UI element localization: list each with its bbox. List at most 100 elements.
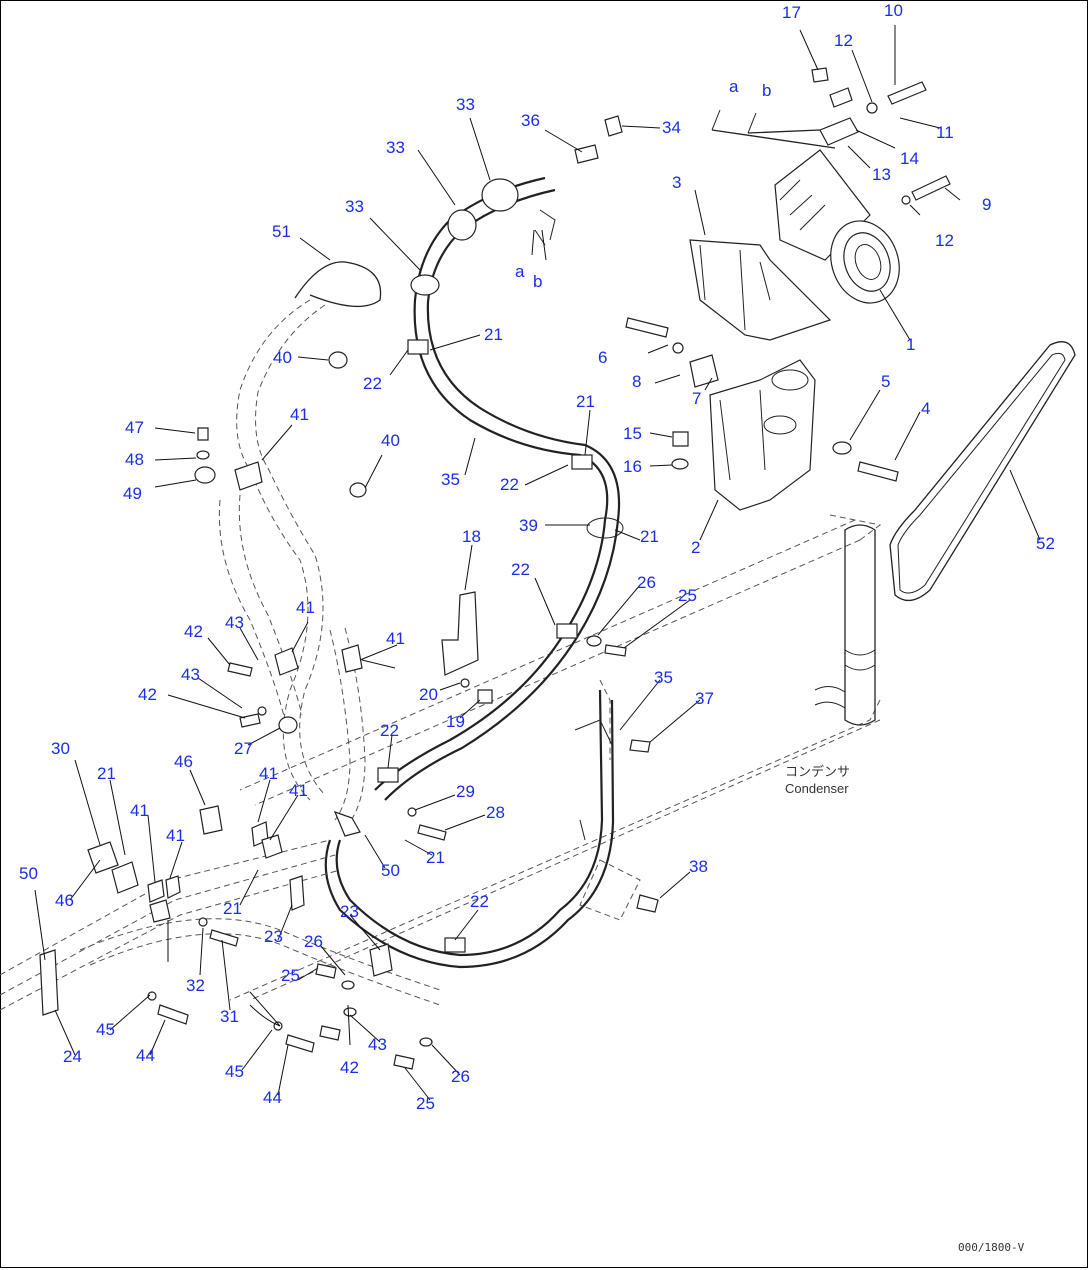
callout: 43 <box>181 665 200 684</box>
callout: 43 <box>368 1035 387 1054</box>
callout: 22 <box>500 475 519 494</box>
callout: 43 <box>225 613 244 632</box>
callout: b <box>533 272 542 291</box>
callout: 24 <box>63 1047 82 1066</box>
callout: 41 <box>166 826 185 845</box>
callout: 26 <box>304 932 323 951</box>
callout: 41 <box>130 801 149 820</box>
callout: 22 <box>470 892 489 911</box>
callout: 25 <box>678 586 697 605</box>
callout: 26 <box>637 573 656 592</box>
callout: 23 <box>340 902 359 921</box>
callout: 2 <box>691 538 700 557</box>
callout: 42 <box>138 685 157 704</box>
callout: 20 <box>419 685 438 704</box>
callout: 36 <box>521 111 540 130</box>
callout: 22 <box>380 721 399 740</box>
condenser-label-en: Condenser <box>785 781 849 796</box>
callout: 12 <box>834 31 853 50</box>
callout: 39 <box>519 516 538 535</box>
callout: 4 <box>921 399 930 418</box>
callout: 40 <box>381 431 400 450</box>
callout: 27 <box>234 739 253 758</box>
callout: 33 <box>386 138 405 157</box>
callout: 32 <box>186 976 205 995</box>
callout: 22 <box>511 560 530 579</box>
clamps <box>39 115 659 1070</box>
callout: 37 <box>695 689 714 708</box>
callout: 40 <box>273 348 292 367</box>
condenser-frame <box>229 514 882 1001</box>
callout: 28 <box>486 803 505 822</box>
callout: 10 <box>884 1 903 20</box>
callout: 35 <box>441 470 460 489</box>
callout: 18 <box>462 527 481 546</box>
callout: 16 <box>623 457 642 476</box>
callout: 21 <box>640 527 659 546</box>
callout: 1 <box>906 335 915 354</box>
callout: 19 <box>446 712 465 731</box>
bracket-2 <box>625 317 899 511</box>
callout: 41 <box>289 781 308 800</box>
callout: 38 <box>689 857 708 876</box>
callout: 25 <box>281 966 300 985</box>
callout-labels: 17 10 12 a b 11 14 13 3 9 12 1 33 36 34 … <box>19 1 1055 1113</box>
callout: b <box>762 81 771 100</box>
callout: 21 <box>223 899 242 918</box>
leader-lines <box>34 25 1041 1101</box>
callout: 21 <box>97 764 116 783</box>
callout: 33 <box>456 95 475 114</box>
callout: 7 <box>692 389 701 408</box>
callout: 49 <box>123 484 142 503</box>
callout: 45 <box>96 1020 115 1039</box>
callout: 48 <box>125 450 144 469</box>
callout: 50 <box>381 861 400 880</box>
callout: 41 <box>290 405 309 424</box>
callout: 29 <box>456 782 475 801</box>
callout: 46 <box>55 891 74 910</box>
callout: 33 <box>345 197 364 216</box>
callout: 42 <box>340 1058 359 1077</box>
callout: 31 <box>220 1007 239 1026</box>
callout: 50 <box>19 864 38 883</box>
callout: a <box>515 262 525 281</box>
callout: 42 <box>184 622 203 641</box>
callout: 11 <box>936 123 954 142</box>
callout: 21 <box>484 325 503 344</box>
callout: 46 <box>174 752 193 771</box>
callout: 52 <box>1036 534 1055 553</box>
callout: 3 <box>672 173 681 192</box>
condenser-label-jp: コンデンサ <box>785 764 850 779</box>
compressor-assembly <box>689 67 951 341</box>
callout: 35 <box>654 668 673 687</box>
callout: 44 <box>136 1046 155 1065</box>
callout: 41 <box>259 764 278 783</box>
callout: 44 <box>263 1088 282 1107</box>
callout: 41 <box>386 629 405 648</box>
callout: 34 <box>662 118 681 137</box>
callout: 12 <box>935 231 954 250</box>
callout: 8 <box>632 372 641 391</box>
hoses <box>0 176 621 1011</box>
callout: 30 <box>51 739 70 758</box>
callout: 22 <box>363 374 382 393</box>
callout: 41 <box>296 598 315 617</box>
callout: 21 <box>426 848 445 867</box>
callout: 21 <box>576 392 595 411</box>
callout: 9 <box>982 195 991 214</box>
callout: 23 <box>264 927 283 946</box>
callout: 26 <box>451 1067 470 1086</box>
drawing-code: 000/1800-V <box>958 1241 1025 1254</box>
callout: 13 <box>872 165 891 184</box>
callout: 14 <box>900 149 919 168</box>
callout: 47 <box>125 418 144 437</box>
callout: 5 <box>881 372 890 391</box>
callout: 17 <box>782 3 801 22</box>
callout: a <box>729 77 739 96</box>
callout: 51 <box>272 222 291 241</box>
callout: 45 <box>225 1062 244 1081</box>
callout: 6 <box>598 348 607 367</box>
callout: 25 <box>416 1094 435 1113</box>
